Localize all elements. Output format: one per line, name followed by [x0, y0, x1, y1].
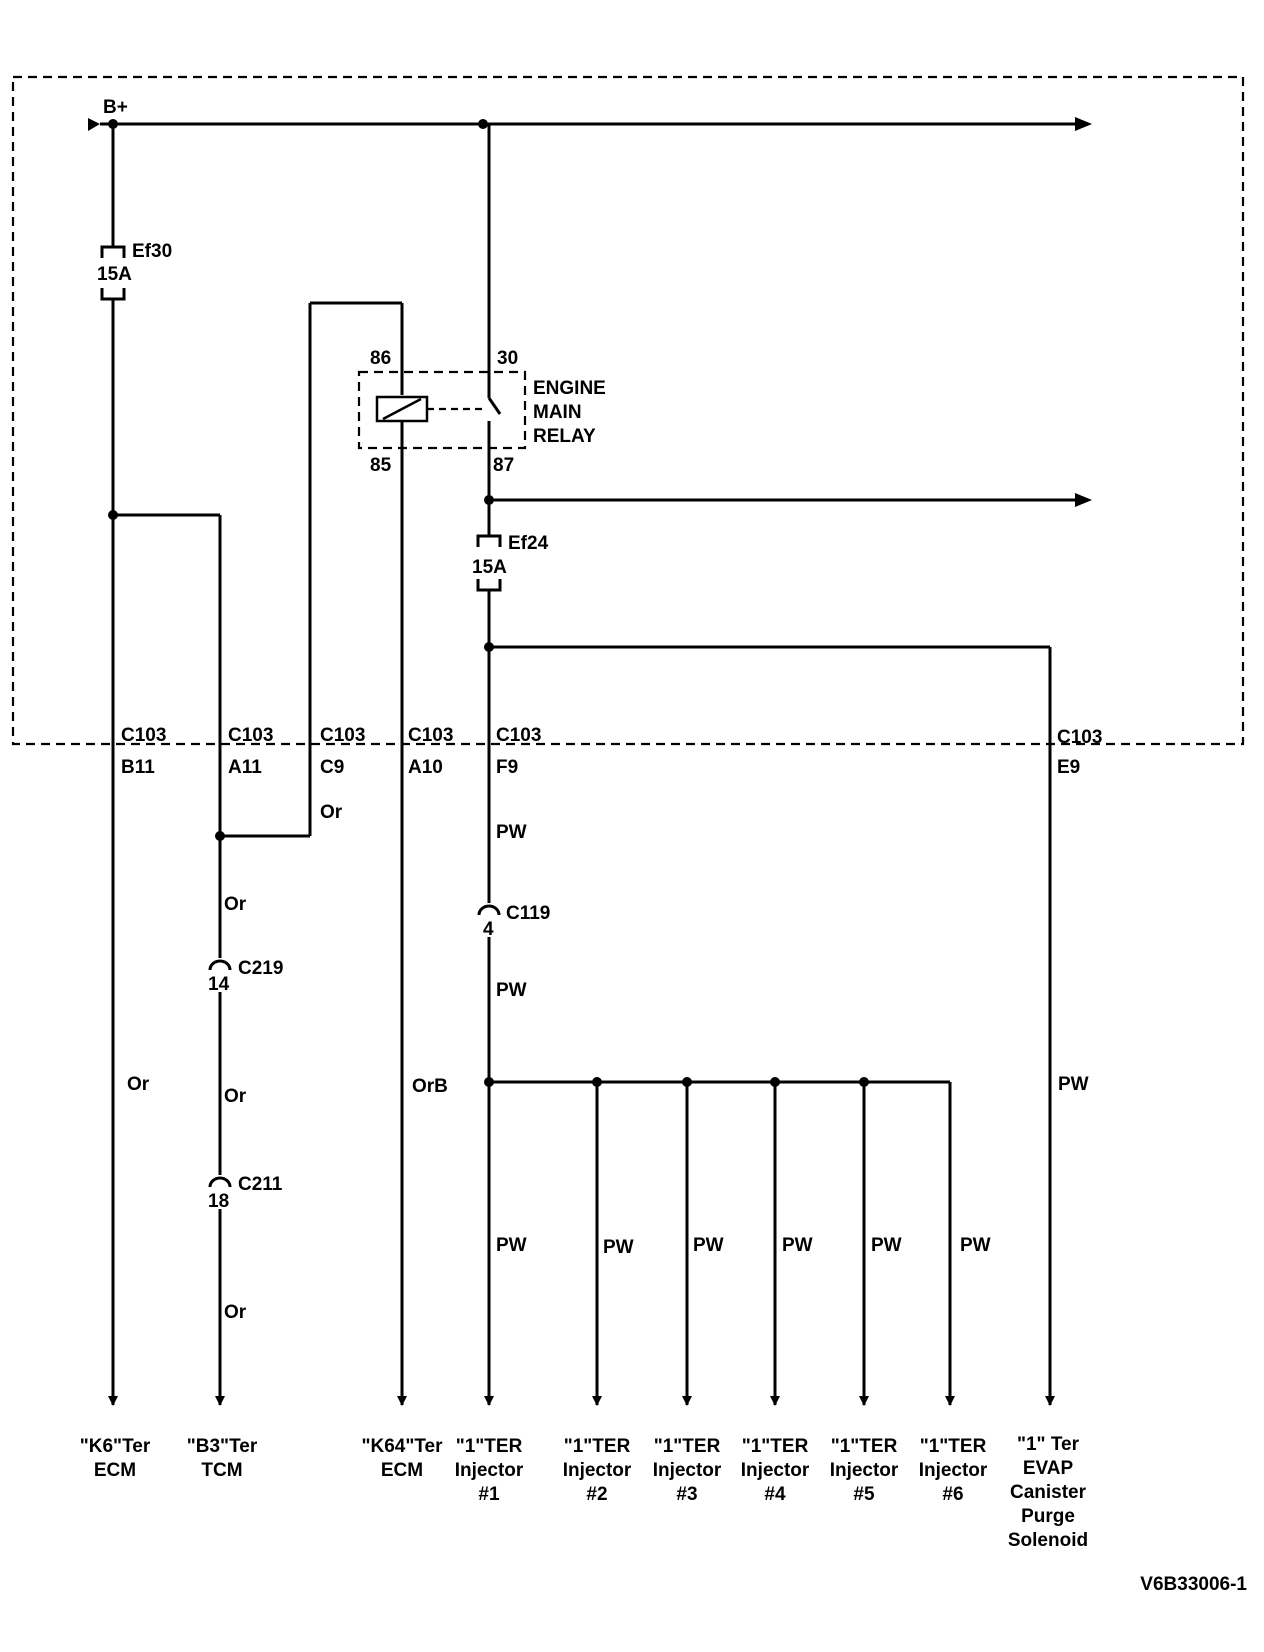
terminal-inj6-line-3: #6	[942, 1484, 963, 1505]
terminal-inj4-line-3: #4	[764, 1484, 786, 1505]
connector-c9-name: C103	[320, 725, 365, 746]
wire-color-inj3: PW	[693, 1235, 724, 1256]
terminal-inj5-line-2: Injector	[830, 1460, 899, 1481]
ef24-name: Ef24	[508, 533, 549, 554]
connector-b11-pin: B11	[121, 757, 155, 778]
wire-color-tcm-1: Or	[224, 894, 247, 915]
wire-color-inj1: PW	[496, 1235, 527, 1256]
connector-f9-name: C103	[496, 725, 541, 746]
connector-c9-pin: C9	[320, 757, 344, 778]
terminal-k64-line-2: ECM	[381, 1460, 423, 1481]
terminal-inj2-line-1: "1"TER	[564, 1436, 631, 1457]
terminal-evap-line-1: "1" Ter	[1017, 1434, 1080, 1455]
figure-id: V6B33006-1	[1140, 1574, 1247, 1595]
terminal-inj1-line-3: #1	[478, 1484, 500, 1505]
terminal-inj3-line-1: "1"TER	[654, 1436, 721, 1457]
bus-continuation-arrow-icon	[1075, 117, 1092, 131]
terminal-evap-line-3: Canister	[1010, 1482, 1087, 1503]
connector-a11-pin: A11	[228, 757, 262, 778]
relay-output-bus: Ef24 15A PW	[472, 493, 1092, 1406]
c219-connector-icon	[208, 959, 232, 971]
terminal-evap-line-5: Solenoid	[1008, 1530, 1088, 1551]
relay-name-line-2: MAIN	[533, 402, 582, 423]
terminal-inj3-line-2: Injector	[653, 1460, 722, 1481]
terminal-inj6-line-2: Injector	[919, 1460, 988, 1481]
wire-color-tcm-2: Or	[224, 1086, 247, 1107]
wire-color-f9-lower: PW	[496, 980, 527, 1001]
relay-pin-85: 85	[370, 455, 392, 476]
terminal-inj3-line-3: #3	[676, 1484, 697, 1505]
supply-label: B+	[103, 97, 128, 118]
c211-name: C211	[238, 1174, 283, 1195]
terminal-inj2-line-3: #2	[586, 1484, 607, 1505]
connector-a11-name: C103	[228, 725, 273, 746]
terminal-k64-line-1: "K64"Ter	[361, 1436, 443, 1457]
wire-color-inj5: PW	[871, 1235, 902, 1256]
relay-name-line-3: RELAY	[533, 426, 596, 447]
terminal-inj5-line-3: #5	[853, 1484, 875, 1505]
terminal-k6-line-1: "K6"Ter	[80, 1436, 151, 1457]
ecm-k6-circuit: Ef30 15A Or	[97, 124, 172, 1406]
terminal-b3-line-1: "B3"Ter	[187, 1436, 258, 1457]
c211-pin: 18	[208, 1191, 229, 1212]
injector-feed: PW C119 4 PW PW PW PW PW PW PW	[477, 822, 991, 1406]
terminal-inj2-line-2: Injector	[563, 1460, 632, 1481]
connector-a10-name: C103	[408, 725, 453, 746]
relay-housing	[357, 370, 527, 450]
fuse-box-boundary	[11, 75, 1245, 746]
engine-main-relay: 86 30 85 87 ENGINE MAIN RELAY OrB	[357, 124, 606, 1406]
relay-pin-86: 86	[370, 348, 391, 369]
terminal-evap-line-4: Purge	[1021, 1506, 1075, 1527]
tcm-b3-circuit: Or C219 14 Or C211 18 Or	[113, 513, 310, 1406]
c211-connector-icon	[208, 1176, 232, 1188]
wire-color-tcm-3: Or	[224, 1302, 247, 1323]
ef24-rating: 15A	[472, 557, 507, 578]
terminal-b3-line-2: TCM	[201, 1460, 242, 1481]
ef30-fuse-icon	[100, 245, 126, 258]
terminal-inj5-line-1: "1"TER	[831, 1436, 898, 1457]
terminal-labels: "K6"Ter ECM "B3"Ter TCM "K64"Ter ECM "1"…	[80, 1434, 1088, 1551]
connector-e9-name: C103	[1057, 727, 1102, 748]
terminal-evap-line-2: EVAP	[1023, 1458, 1074, 1479]
connector-f9-pin: F9	[496, 757, 518, 778]
c119-pin: 4	[483, 919, 494, 940]
wire-color-inj2: PW	[603, 1237, 634, 1258]
c119-connector-icon	[477, 904, 501, 916]
ef30-rating: 15A	[97, 264, 132, 285]
wire-color-f9-upper: PW	[496, 822, 527, 843]
connector-e9-pin: E9	[1057, 757, 1080, 778]
c219-pin: 14	[208, 974, 230, 995]
terminal-inj6-line-1: "1"TER	[920, 1436, 987, 1457]
relay-pin-87: 87	[493, 455, 514, 476]
c119-name: C119	[506, 903, 550, 924]
relay-output-arrow-icon	[1075, 493, 1092, 507]
wire-color-ecm-k64: OrB	[412, 1076, 448, 1097]
connector-b11-name: C103	[121, 725, 166, 746]
wire-color-c9-branch: Or	[320, 802, 343, 823]
c103-labels: C103 B11 C103 A11 C103 C9 C103 A10 C103 …	[121, 725, 1102, 778]
terminal-k6-line-2: ECM	[94, 1460, 136, 1481]
battery-bus: B+	[88, 97, 1092, 131]
connector-a10-pin: A10	[408, 757, 443, 778]
wire-color-inj6: PW	[960, 1235, 991, 1256]
relay-pin-30: 30	[497, 348, 518, 369]
terminal-inj1-line-2: Injector	[455, 1460, 524, 1481]
relay-name-line-1: ENGINE	[533, 378, 606, 399]
terminal-inj4-line-1: "1"TER	[742, 1436, 809, 1457]
wire-color-ecm-k6: Or	[127, 1074, 150, 1095]
ef30-name: Ef30	[132, 241, 172, 262]
wire-color-inj4: PW	[782, 1235, 813, 1256]
relay-coil-feed: Or	[308, 301, 404, 836]
relay-switch-contact-icon	[487, 397, 502, 415]
ef24-fuse-icon	[476, 534, 502, 547]
wire-color-evap: PW	[1058, 1074, 1089, 1095]
battery-input-arrow-icon	[88, 118, 100, 131]
terminal-inj4-line-2: Injector	[741, 1460, 810, 1481]
c219-name: C219	[238, 958, 283, 979]
terminal-inj1-line-1: "1"TER	[456, 1436, 523, 1457]
